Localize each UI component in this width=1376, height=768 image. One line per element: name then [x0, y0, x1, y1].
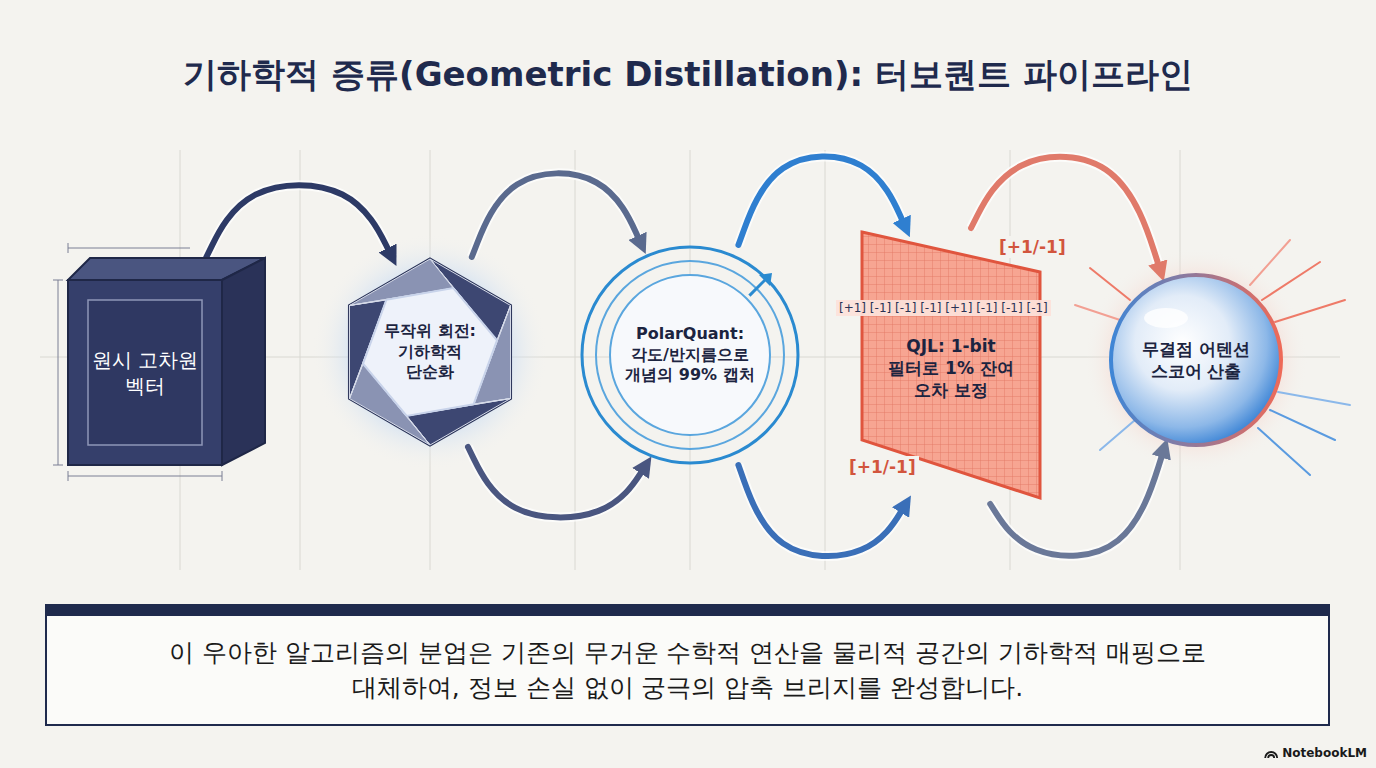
- arrow-halo: [738, 156, 905, 245]
- sphere-ray-part: [1075, 305, 1120, 320]
- arrow-halo: [468, 447, 646, 517]
- bit-value-label: [+1/-1]: [846, 456, 919, 478]
- input-vector-box-outline-part: [222, 258, 265, 465]
- arrow-halo: [971, 157, 1161, 272]
- attention-score-sphere-outline: [1108, 272, 1284, 448]
- sphere-ray-part: [1258, 428, 1310, 475]
- sphere-ray: [1075, 240, 1350, 475]
- input-vector-box-outline-part: [88, 300, 202, 445]
- watermark-icon: [1265, 752, 1277, 758]
- sphere-ray-part: [1278, 392, 1350, 405]
- flow-arrow: [738, 465, 905, 556]
- dimension-mark-part: [68, 471, 69, 481]
- grid-line-part: [300, 150, 301, 570]
- watermark: NotebookLM: [1279, 745, 1370, 761]
- rotation-hexagon-outline-part: [349, 259, 510, 445]
- node-text-area: 원시 고차원 벡터: [68, 280, 222, 465]
- attention-score-sphere-outline-part: [1111, 275, 1281, 445]
- caption-text: 이 우아한 알고리즘의 분업은 기존의 무거운 수학적 연산을 물리적 공간의 …: [168, 635, 1208, 705]
- caption-box: 이 우아한 알고리즘의 분업은 기존의 무거운 수학적 연산을 물리적 공간의 …: [45, 604, 1330, 726]
- sphere-ray-part: [1100, 420, 1135, 450]
- attention-score-sphere: 무결점 어텐션 스코어 산출: [1108, 272, 1284, 448]
- attention-score-sphere-outline-part: [1144, 308, 1188, 328]
- node-text-area: PolarQuant: 각도/반지름으로 개념의 99% 캡처: [580, 245, 800, 465]
- dimension-mark-part: [68, 243, 69, 253]
- node-text-area: 무결점 어텐션 스코어 산출: [1108, 272, 1284, 448]
- sphere-ray-part: [1275, 300, 1345, 322]
- polarquant-circle-outline-part: [582, 247, 798, 463]
- rotation-hexagon: 무작위 회전: 기하학적 단순화: [335, 257, 525, 447]
- node-label: QJL: 1-bit 필터로 1% 잔여 오차 보정: [879, 335, 1024, 401]
- flow-arrow: [206, 185, 392, 258]
- bit-sequence-label: [+1] [-1] [-1] [-1] [+1] [-1] [-1] [-1]: [836, 300, 1051, 316]
- rotation-hexagon-outline-part: [363, 288, 497, 416]
- grid-line: [40, 150, 1340, 570]
- sphere-ray-part: [1270, 410, 1335, 440]
- arrow-halo: [206, 185, 392, 258]
- dimension-mark-part: [53, 465, 63, 466]
- node-label: 원시 고차원 벡터: [85, 347, 205, 399]
- node-label: PolarQuant: 각도/반지름으로 개념의 99% 캡처: [615, 324, 765, 386]
- node-text-area: 무작위 회전: 기하학적 단순화: [335, 257, 525, 447]
- arrow-halo: [738, 465, 905, 556]
- dimension-mark-part: [222, 471, 223, 481]
- flow-arrow: [971, 157, 1161, 272]
- flow-arrow: [472, 173, 642, 257]
- input-vector-box-outline-part: [68, 280, 222, 465]
- grid-line-part: [825, 150, 826, 570]
- flow-arrow: [468, 447, 646, 517]
- flow-arrow: [738, 156, 905, 245]
- dimension-mark-part: [53, 280, 63, 281]
- sphere-ray-part: [1090, 268, 1130, 300]
- arrow-halo: [472, 173, 642, 257]
- node-text-area: QJL: 1-bit 필터로 1% 잔여 오차 보정: [866, 268, 1036, 468]
- grid-line-part: [575, 150, 576, 570]
- node-label: 무작위 회전: 기하학적 단순화: [374, 321, 486, 383]
- sphere-glow: [1084, 248, 1308, 472]
- input-vector-box: 원시 고차원 벡터: [68, 258, 265, 465]
- sphere-ray-part: [1250, 240, 1290, 285]
- dimension-mark-part: [58, 280, 59, 465]
- polarquant-circle: PolarQuant: 각도/반지름으로 개념의 99% 캡처: [580, 245, 800, 465]
- diagram-title: 기하학적 증류(Geometric Distillation): 터보퀀트 파이…: [0, 52, 1376, 98]
- polarquant-circle-outline-part: [610, 275, 770, 435]
- bit-value-label: [+1/-1]: [996, 236, 1069, 258]
- attention-score-sphere-outline-part: [1111, 275, 1281, 445]
- polarquant-circle-outline-part: [759, 273, 772, 286]
- dimension-mark-part: [68, 476, 222, 477]
- sphere-ray-part: [1262, 262, 1320, 300]
- polarquant-circle-outline-part: [596, 261, 784, 449]
- dimension-mark-part: [68, 248, 190, 249]
- node-label: 무결점 어텐션 스코어 산출: [1136, 338, 1256, 382]
- rotation-glow: [312, 234, 548, 470]
